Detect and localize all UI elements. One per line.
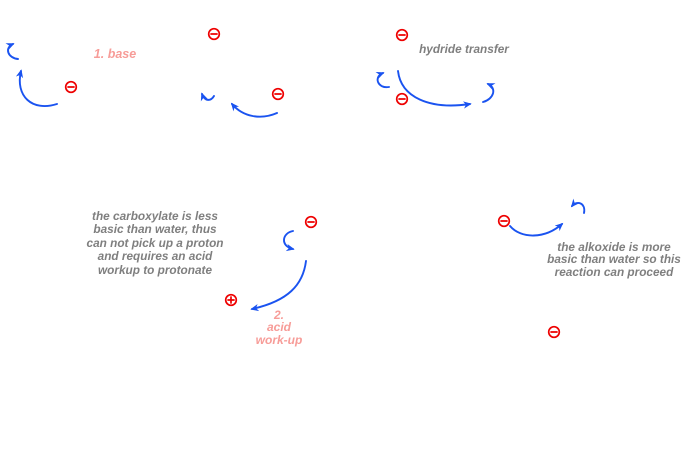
minus-charge-icon bbox=[395, 92, 409, 106]
step2-acid-workup-label: 2. acid work-up bbox=[256, 309, 303, 346]
step2-line: acid bbox=[266, 320, 292, 335]
alkoxide-note-line: reaction can proceed bbox=[554, 264, 674, 279]
curved-arrow-3 bbox=[397, 70, 472, 109]
minus-charge-icon bbox=[207, 27, 221, 41]
carboxylate-note-line: workup to protonate bbox=[97, 262, 213, 277]
alkoxide-note-line: basic than water so this bbox=[547, 252, 681, 267]
hydride-transfer-label: hydride transfer bbox=[419, 42, 509, 56]
carboxylate-note-line: basic than water, thus bbox=[93, 222, 217, 237]
alkoxide-note-line: the alkoxide is more bbox=[557, 240, 671, 254]
carboxylate-note-line: and requires an acid bbox=[97, 249, 213, 264]
carboxylate-note-line: the carboxylate is less bbox=[92, 209, 218, 223]
minus-charge-icon bbox=[395, 28, 409, 42]
curved-arrow-5 bbox=[509, 222, 564, 237]
step1-base-label: 1. base bbox=[93, 47, 137, 61]
curly-arrow-3 bbox=[375, 72, 390, 89]
minus-charge-icon bbox=[271, 87, 285, 101]
curved-arrow-2 bbox=[230, 102, 278, 118]
minus-charge-icon bbox=[64, 80, 78, 94]
curly-arrow-2 bbox=[200, 92, 215, 102]
curly-arrow-5 bbox=[283, 230, 295, 252]
carboxylate-note-line: can not pick up a proton bbox=[86, 235, 224, 250]
alkoxide-note: the alkoxide is more basic than water so… bbox=[547, 240, 681, 279]
curly-arrow-1 bbox=[5, 43, 19, 60]
minus-charge-icon bbox=[304, 215, 318, 229]
step2-line: 2. bbox=[273, 308, 285, 322]
carboxylate-note: the carboxylate is less basic than water… bbox=[86, 209, 224, 277]
curved-arrow-1 bbox=[15, 69, 58, 107]
curly-arrow-4 bbox=[482, 83, 496, 103]
step2-line: work-up bbox=[255, 332, 303, 347]
curved-arrow-4 bbox=[250, 260, 307, 312]
curly-arrow-6 bbox=[570, 198, 586, 214]
minus-charge-icon bbox=[497, 214, 511, 228]
plus-charge-icon bbox=[224, 293, 238, 307]
minus-charge-icon bbox=[547, 325, 561, 339]
